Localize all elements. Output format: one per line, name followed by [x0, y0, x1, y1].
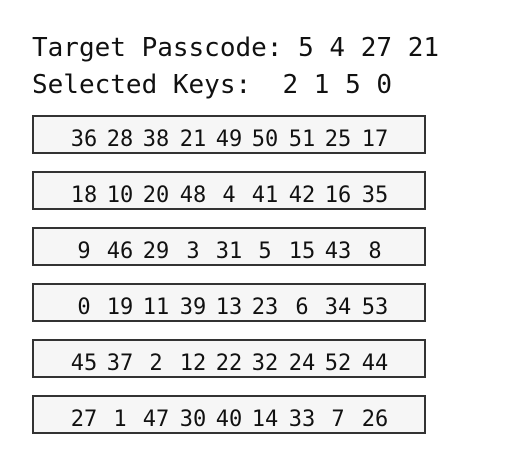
keypad-key[interactable]: 42 — [288, 183, 316, 208]
keypad-key[interactable]: 20 — [142, 183, 170, 208]
keypad-key[interactable]: 3 — [186, 239, 200, 264]
keypad-key[interactable]: 29 — [142, 239, 170, 264]
keypad-key[interactable]: 11 — [142, 295, 170, 320]
keypad-row: 18 10 20 48 4 41 42 16 35 — [32, 171, 426, 210]
keypad-row: 45 37 2 12 22 32 24 52 44 — [32, 339, 426, 378]
keypad-key[interactable]: 17 — [361, 127, 389, 152]
keypad-key[interactable]: 30 — [179, 407, 207, 432]
target-digit: 5 — [298, 33, 314, 63]
keypad-key[interactable]: 52 — [324, 351, 352, 376]
keypad-row: 0 19 11 39 13 23 6 34 53 — [32, 283, 426, 322]
keypad-key[interactable]: 39 — [179, 295, 207, 320]
selected-keys-line: Selected Keys: 2 1 5 0 — [32, 70, 392, 100]
keypad-key[interactable]: 27 — [70, 407, 98, 432]
keypad-key[interactable]: 32 — [251, 351, 279, 376]
keypad-key[interactable]: 49 — [215, 127, 243, 152]
keypad-key[interactable]: 53 — [361, 295, 389, 320]
keypad-key[interactable]: 4 — [222, 183, 236, 208]
keypad-row: 9 46 29 3 31 5 15 43 8 — [32, 227, 426, 266]
keypad-key[interactable]: 18 — [70, 183, 98, 208]
keypad-key[interactable]: 51 — [288, 127, 316, 152]
keypad-key[interactable]: 1 — [113, 407, 127, 432]
target-passcode-label: Target Passcode: — [32, 33, 283, 63]
keypad-key[interactable]: 46 — [106, 239, 134, 264]
selected-key-digit: 1 — [313, 70, 330, 100]
keypad-key[interactable]: 25 — [324, 127, 352, 152]
keypad-key[interactable]: 7 — [331, 407, 345, 432]
keypad-key[interactable]: 19 — [106, 295, 134, 320]
keypad-key[interactable]: 45 — [70, 351, 98, 376]
keypad-key[interactable]: 37 — [106, 351, 134, 376]
keypad-key[interactable]: 44 — [361, 351, 389, 376]
keypad-key[interactable]: 9 — [77, 239, 91, 264]
keypad-key[interactable]: 35 — [361, 183, 389, 208]
selected-key-digit: 0 — [376, 70, 393, 100]
keypad-key[interactable]: 34 — [324, 295, 352, 320]
keypad-row: 36 28 38 21 49 50 51 25 17 — [32, 115, 426, 154]
keypad-key[interactable]: 14 — [251, 407, 279, 432]
selected-keys-label: Selected Keys: — [32, 70, 252, 100]
keypad-key[interactable]: 6 — [295, 295, 309, 320]
keypad-key[interactable]: 47 — [142, 407, 170, 432]
keypad-key[interactable]: 24 — [288, 351, 316, 376]
target-digit: 21 — [407, 33, 440, 63]
keypad-key[interactable]: 31 — [215, 239, 243, 264]
keypad-key[interactable]: 38 — [142, 127, 170, 152]
keypad-key[interactable]: 13 — [215, 295, 243, 320]
keypad-key[interactable]: 12 — [179, 351, 207, 376]
keypad-key[interactable]: 15 — [288, 239, 316, 264]
keypad-key[interactable]: 2 — [149, 351, 163, 376]
keypad-key[interactable]: 22 — [215, 351, 243, 376]
target-passcode-line: Target Passcode: 5 4 27 21 — [32, 33, 439, 63]
keypad-key[interactable]: 0 — [77, 295, 91, 320]
target-digit: 27 — [360, 33, 393, 63]
keypad-key[interactable]: 48 — [179, 183, 207, 208]
selected-key-digit: 2 — [282, 70, 299, 100]
keypad-key[interactable]: 33 — [288, 407, 316, 432]
keypad-row: 27 1 47 30 40 14 33 7 26 — [32, 395, 426, 434]
target-digit: 4 — [329, 33, 346, 63]
keypad-key[interactable]: 10 — [106, 183, 134, 208]
keypad-key[interactable]: 5 — [258, 239, 272, 264]
keypad-key[interactable]: 36 — [70, 127, 98, 152]
keypad-key[interactable]: 41 — [251, 183, 279, 208]
keypad-key[interactable]: 28 — [106, 127, 134, 152]
keypad-key[interactable]: 8 — [368, 239, 382, 264]
keypad-key[interactable]: 26 — [361, 407, 389, 432]
keypad-key[interactable]: 40 — [215, 407, 243, 432]
keypad-key[interactable]: 43 — [324, 239, 352, 264]
keypad-key[interactable]: 21 — [179, 127, 207, 152]
keypad-key[interactable]: 23 — [251, 295, 279, 320]
selected-key-digit: 5 — [345, 70, 361, 100]
keypad-key[interactable]: 16 — [324, 183, 352, 208]
keypad-key[interactable]: 50 — [251, 127, 279, 152]
